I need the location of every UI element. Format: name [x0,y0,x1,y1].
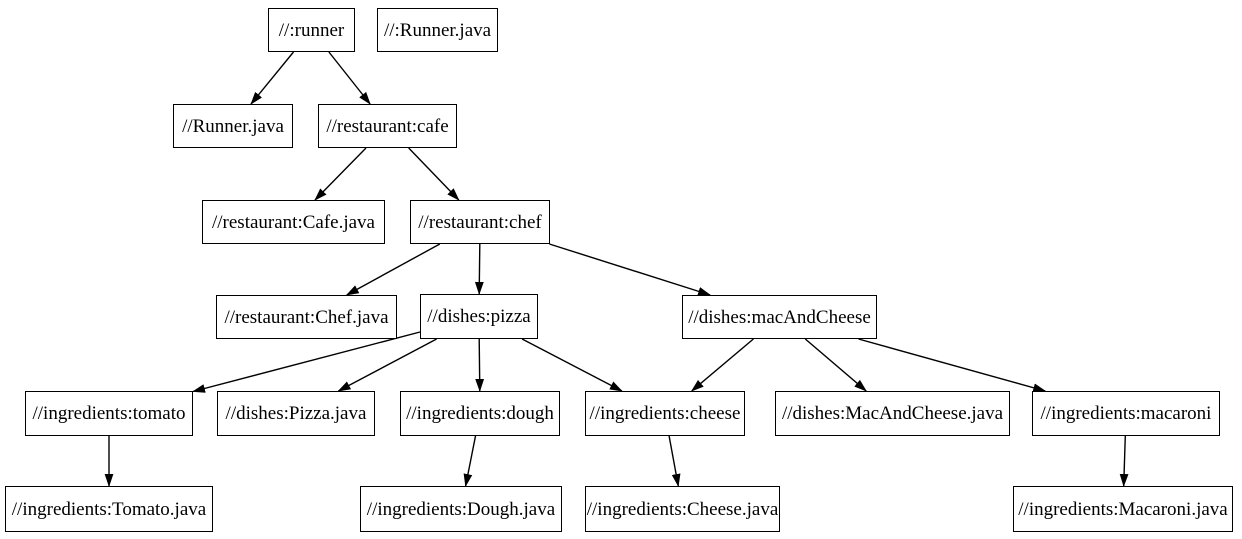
edge-macaroni-to-macaroni-java [1119,435,1129,487]
graph-node-chef-java: //restaurant:Chef.java [216,295,397,339]
graph-node-cafe: //restaurant:cafe [318,104,457,148]
edge-runner-to-cafe [328,51,371,105]
edges-group [104,51,1129,487]
edge-cafe-to-cafe-java [314,147,367,201]
graph-node-cafe-java: //restaurant:Cafe.java [202,200,385,244]
edge-cafe-to-chef [408,147,460,201]
edge-chef-to-chef-java [345,243,441,296]
graph-node-dough-java: //ingredients:Dough.java [360,486,562,532]
graph-node-chef: //restaurant:chef [410,200,550,244]
graph-node-tomato-java: //ingredients:Tomato.java [5,486,213,532]
edge-mac-and-cheese-to-macaroni [858,338,1047,393]
graph-node-pizza: //dishes:pizza [420,294,538,339]
edge-runner-to-runner-java [250,51,295,105]
edge-pizza-to-dough [475,338,485,392]
graph-node-mac-and-cheese-java: //dishes:MacAndCheese.java [775,391,1010,436]
edge-mac-and-cheese-to-cheese [690,338,754,392]
edge-dough-to-dough-java [463,435,477,487]
graph-node-cheese: //ingredients:cheese [585,391,745,436]
graph-node-runner-java-src: //:Runner.java [377,8,498,52]
edge-pizza-to-tomato [192,331,421,393]
graph-node-pizza-java: //dishes:Pizza.java [217,391,375,436]
graph-node-tomato: //ingredients:tomato [25,391,193,436]
edge-chef-to-mac-and-cheese [549,243,712,296]
graph-node-dough: //ingredients:dough [400,391,560,436]
graph-node-macaroni-java: //ingredients:Macaroni.java [1013,486,1233,532]
edge-mac-and-cheese-to-mac-and-cheese-java [804,338,867,392]
edge-cheese-to-cheese-java [668,435,681,487]
edge-pizza-to-pizza-java [337,338,437,392]
graph-node-runner-java: //Runner.java [173,104,293,148]
graph-node-macaroni: //ingredients:macaroni [1032,391,1220,436]
graph-node-cheese-java: //ingredients:Cheese.java [585,486,780,532]
graph-node-runner: //:runner [268,8,355,52]
graph-node-mac-and-cheese: //dishes:macAndCheese [682,295,877,339]
edge-pizza-to-cheese [521,338,623,392]
edge-chef-to-pizza [474,243,484,295]
